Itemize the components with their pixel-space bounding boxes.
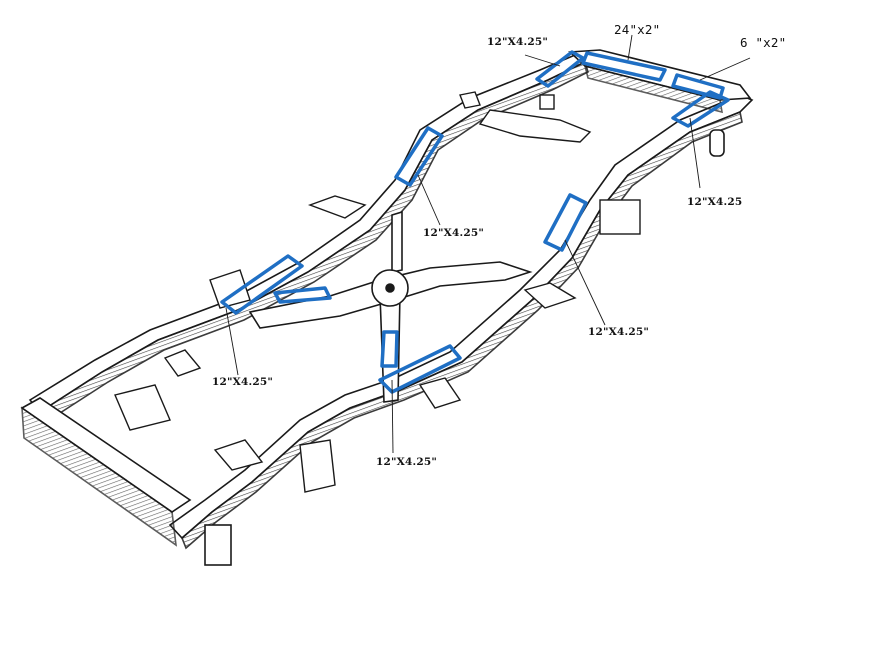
plate-left-middle	[220, 254, 304, 315]
plate-top-left-rail	[535, 50, 585, 88]
plate-top-center	[581, 51, 667, 82]
plate-right-middle	[543, 193, 588, 252]
reinforcement-highlights	[220, 50, 730, 394]
label-bottom-center: 12"X4.25"	[376, 456, 438, 468]
plate-center-x	[273, 286, 332, 304]
rear-crossmember	[568, 49, 752, 157]
plate-center-vertical	[380, 330, 399, 368]
right-side-rail	[28, 54, 589, 424]
label-top-right: 6 "x2"	[740, 35, 787, 50]
front-crossmember	[20, 397, 232, 566]
label-right-rear: 12"X4.25	[687, 196, 743, 208]
label-top-left-rail: 12"X4.25"	[487, 36, 549, 48]
label-top-center: 24"x2"	[614, 22, 661, 37]
label-left-middle: 12"X4.25"	[212, 376, 274, 388]
label-upper-left-rail: 12"X4.25"	[423, 227, 485, 239]
rear-bracket	[478, 94, 641, 235]
label-right-middle: 12"X4.25"	[588, 326, 650, 338]
plate-right-rear	[671, 90, 730, 128]
plate-bottom-rail	[378, 344, 462, 394]
plate-upper-left-rail	[394, 126, 444, 187]
leader-lines	[225, 34, 751, 454]
mount-pads	[114, 91, 577, 493]
